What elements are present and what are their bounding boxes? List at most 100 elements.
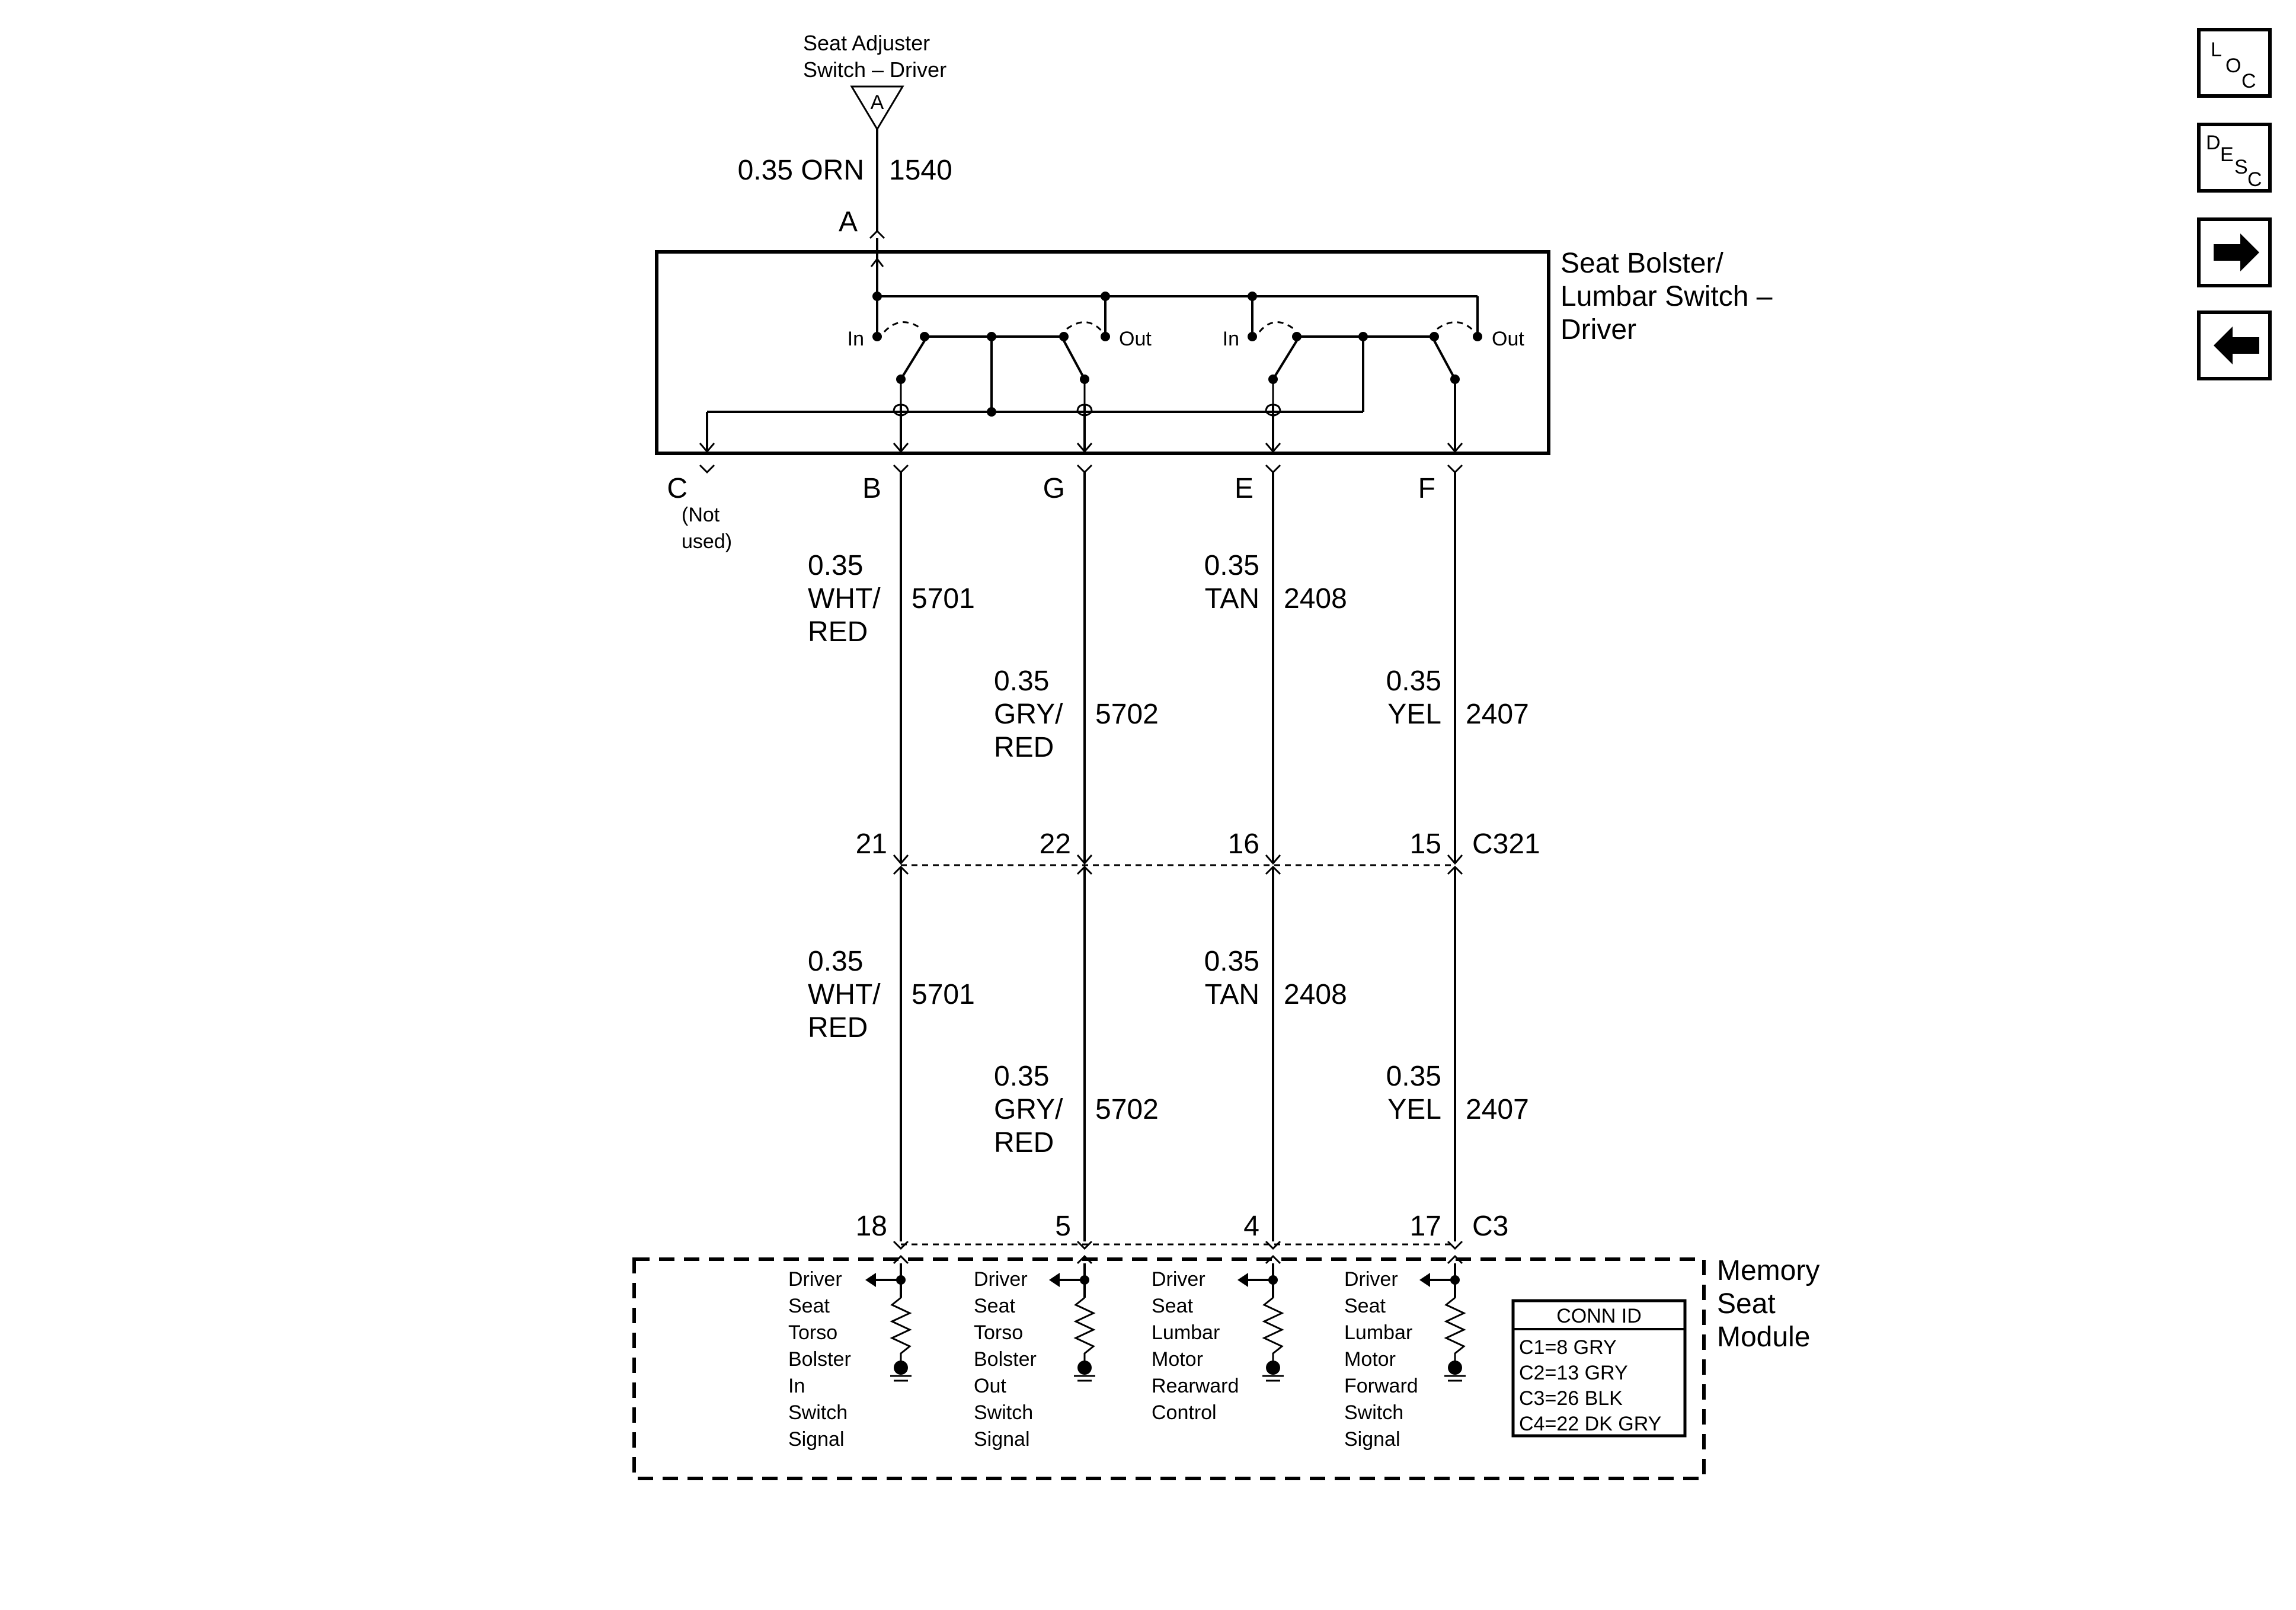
- signal-text: Bolster: [788, 1348, 851, 1371]
- wire-label: TAN: [1205, 583, 1259, 614]
- top-pin-label: A: [839, 206, 858, 238]
- desc-button[interactable]: D E S C: [2197, 123, 2272, 193]
- pin-b-label: B: [862, 473, 881, 504]
- signal-arrow-icon: [1419, 1273, 1430, 1287]
- signal-arrow-icon: [1049, 1273, 1060, 1287]
- pin-a-chevron-icon: [869, 229, 885, 239]
- top-wire-size-color: 0.35 ORN: [738, 155, 864, 186]
- seat-bolster-lumbar-switch: Seat Bolster/ Lumbar Switch – Driver In …: [655, 248, 1773, 455]
- arrow-down-icon: [1076, 443, 1093, 453]
- switch-name-line3: Driver: [1560, 314, 1636, 345]
- wire-label: GRY/: [994, 1094, 1063, 1125]
- signal-text: Seat: [1152, 1295, 1193, 1317]
- switch-blade-3: [1272, 340, 1298, 380]
- c3-pin: 4: [1243, 1211, 1259, 1242]
- lower-wire-labels: 0.35 WHT/ RED 5701 0.35 GRY/ RED 5702 0.…: [808, 946, 1529, 1158]
- circuit-number: 5701: [912, 583, 975, 614]
- wire-label: 0.35: [1204, 946, 1259, 977]
- wire-label: GRY/: [994, 699, 1063, 730]
- wire-label: RED: [994, 1127, 1054, 1158]
- switch-blade-2: [1063, 340, 1086, 380]
- memory-seat-module: Memory Seat Module: [632, 1255, 1819, 1480]
- module-name-line1: Memory: [1717, 1255, 1819, 1286]
- ground-icon: [1266, 1361, 1280, 1375]
- c321-pin: 22: [1040, 828, 1071, 860]
- ground-icon: [1077, 1361, 1092, 1375]
- c3-pin: 17: [1410, 1211, 1441, 1242]
- conn-id-table: CONN ID C1=8 GRY C2=13 GRY C3=26 BLK C4=…: [1511, 1299, 1687, 1438]
- signal-text: Driver: [974, 1268, 1028, 1291]
- signal-text: Bolster: [974, 1348, 1037, 1371]
- c321-pin: 15: [1410, 828, 1441, 860]
- loc-letter: L: [2211, 39, 2222, 61]
- contact-label-in-2: In: [1223, 328, 1239, 350]
- circuit-number: 2407: [1466, 699, 1529, 730]
- module-input-circuit: [1419, 1263, 1466, 1382]
- linkage-arc-2: [1066, 321, 1104, 332]
- c3-pin: 5: [1055, 1211, 1071, 1242]
- wire-label: TAN: [1205, 979, 1259, 1010]
- contact-label-out-2: Out: [1492, 328, 1524, 350]
- wire-label: 0.35: [1204, 550, 1259, 581]
- signal-text: Signal: [788, 1428, 845, 1451]
- wire-label: 0.35: [1386, 1061, 1441, 1092]
- resistor-icon: [890, 1297, 912, 1363]
- top-connector-letter: A: [871, 91, 884, 114]
- top-component-name-line1: Seat Adjuster: [803, 31, 930, 55]
- loc-letter: O: [2225, 55, 2241, 77]
- wire-label: WHT/: [808, 979, 881, 1010]
- forward-button[interactable]: [2197, 217, 2272, 287]
- signal-text: Lumbar: [1344, 1321, 1412, 1344]
- wire-label: RED: [808, 616, 868, 648]
- signal-text: Motor: [1344, 1348, 1396, 1371]
- signal-text: Signal: [974, 1428, 1030, 1451]
- switch-pins: C (Not used) B G E F: [667, 464, 1435, 553]
- switch-name-line2: Lumbar Switch –: [1560, 281, 1773, 312]
- loc-button[interactable]: L O C: [2197, 28, 2272, 98]
- signal-text: Switch: [1344, 1401, 1403, 1424]
- circuit-number: 2407: [1466, 1094, 1529, 1125]
- pin-c-label: C: [667, 473, 687, 504]
- top-wire-circuit: 1540: [889, 155, 952, 186]
- wire-label: 0.35: [994, 665, 1049, 697]
- back-button[interactable]: [2197, 311, 2272, 380]
- wire-label: YEL: [1387, 699, 1441, 730]
- c321-pin: 21: [856, 828, 887, 860]
- arrow-down-icon: [699, 443, 715, 453]
- wire-label: WHT/: [808, 583, 881, 614]
- module-name-line2: Seat: [1717, 1288, 1776, 1320]
- pin-f-label: F: [1418, 473, 1435, 504]
- pin-g-label: G: [1043, 473, 1065, 504]
- desc-letter: E: [2220, 143, 2234, 166]
- forward-arrow-icon: [2214, 233, 2259, 271]
- connector-c321: 21 22 16 15 C321: [856, 828, 1540, 860]
- contact-label-in-1: In: [848, 328, 864, 350]
- wire-label: 0.35: [1386, 665, 1441, 697]
- c321-pin: 16: [1228, 828, 1259, 860]
- arrow-down-icon: [1265, 443, 1281, 453]
- module-input-circuit: [1049, 1263, 1096, 1382]
- resistor-icon: [1262, 1297, 1284, 1363]
- c3-pin: 18: [856, 1211, 887, 1242]
- wire-label: 0.35: [808, 946, 863, 977]
- signal-label-1: Driver Seat Torso Bolster In Switch Sign…: [788, 1268, 851, 1451]
- module-input-circuit: [1237, 1263, 1284, 1382]
- wire-label: RED: [994, 732, 1054, 763]
- connector-triangle-icon: [850, 85, 904, 131]
- circuit-number: 2408: [1284, 979, 1347, 1010]
- signal-arrow-icon: [865, 1273, 876, 1287]
- switch-box: [655, 250, 1550, 455]
- switch-blade-1: [900, 340, 926, 380]
- wire-label: 0.35: [808, 550, 863, 581]
- pin-c-chevron-icon: [699, 464, 715, 474]
- circuit-number: 5702: [1095, 1094, 1159, 1125]
- signal-text: Torso: [788, 1321, 837, 1344]
- pin-c-note-line2: used): [682, 530, 732, 553]
- module-name-line3: Module: [1717, 1321, 1810, 1353]
- wire-label: 0.35: [994, 1061, 1049, 1092]
- signal-label-4: Driver Seat Lumbar Motor Forward Switch …: [1344, 1268, 1418, 1451]
- signal-text: In: [788, 1375, 805, 1397]
- signal-text: Lumbar: [1152, 1321, 1220, 1344]
- signal-text: Switch: [974, 1401, 1033, 1424]
